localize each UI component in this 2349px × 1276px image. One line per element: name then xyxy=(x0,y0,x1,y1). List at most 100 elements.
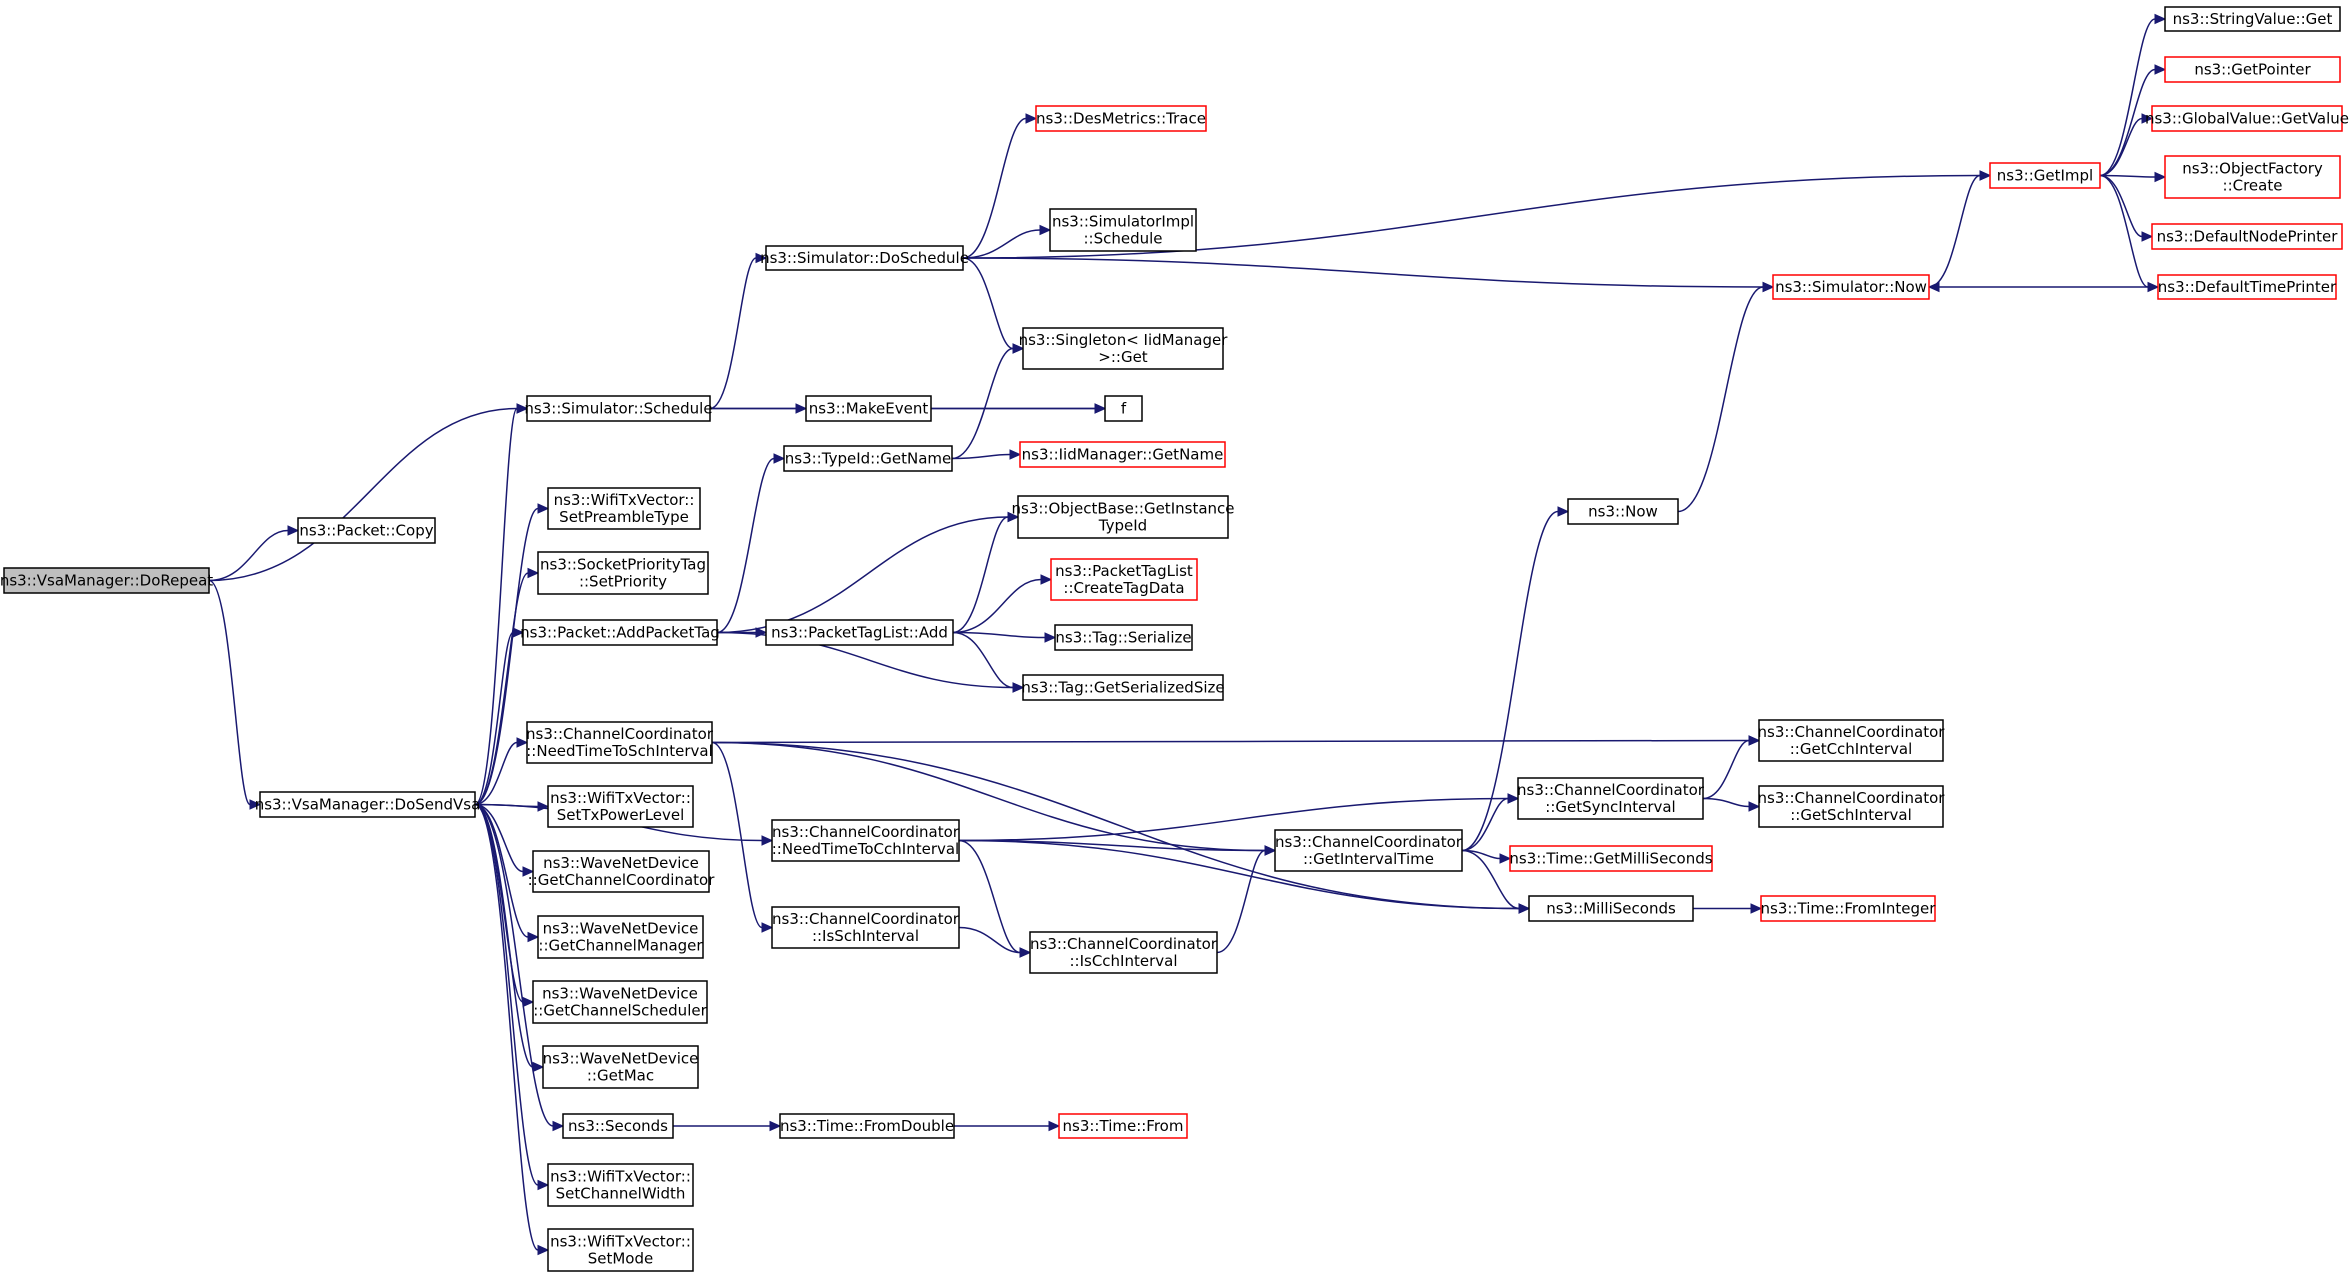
node-dorepeat[interactable]: ns3::VsaManager::DoRepeat xyxy=(0,567,213,594)
node-time-from[interactable]: ns3::Time::From xyxy=(1058,1113,1188,1139)
node-label: ns3::PacketTagList::Add xyxy=(771,624,948,642)
node-label: ns3::SocketPriorityTag xyxy=(540,556,706,574)
node-copy[interactable]: ns3::Packet::Copy xyxy=(297,517,436,544)
node-box xyxy=(1567,498,1679,525)
edge-arrowhead xyxy=(1557,506,1570,517)
edge-sim-now-to-get-impl xyxy=(1928,170,1992,288)
node-label: ns3::Seconds xyxy=(568,1117,668,1135)
edge-get-interval-time-to-milliseconds xyxy=(1461,849,1531,914)
node-f[interactable]: f xyxy=(1104,395,1143,422)
edge-milliseconds-to-from-integer xyxy=(1693,903,1763,914)
node-label: ns3::TypeId::GetName xyxy=(785,450,951,468)
node-is-sch[interactable]: ns3::ChannelCoordinator::IsSchInterval xyxy=(771,906,960,949)
edge-dorepeat-to-copy xyxy=(208,525,300,582)
node-label: ns3::ChannelCoordinator xyxy=(772,823,960,841)
node-label: ns3::ChannelCoordinator xyxy=(772,910,960,928)
node-set-chan-width[interactable]: ns3::WifiTxVector::SetChannelWidth xyxy=(547,1163,694,1207)
node-singleton-get[interactable]: ns3::Singleton< IidManager>::Get xyxy=(1019,327,1229,370)
node-label: TypeId xyxy=(1098,517,1147,535)
node-label: ::Schedule xyxy=(1083,230,1162,248)
node-time-fromdouble[interactable]: ns3::Time::FromDouble xyxy=(779,1113,955,1139)
node-from-integer[interactable]: ns3::Time::FromInteger xyxy=(1760,895,1937,922)
edge-line xyxy=(711,739,1750,744)
edge-arrowhead xyxy=(755,252,768,264)
node-simimpl-schedule[interactable]: ns3::SimulatorImpl::Schedule xyxy=(1049,208,1197,252)
node-dosendvsa[interactable]: ns3::VsaManager::DoSendVsa xyxy=(255,791,481,818)
edge-arrowhead xyxy=(2154,13,2167,25)
node-label: ::GetMac xyxy=(587,1067,654,1085)
node-label: ns3::WifiTxVector:: xyxy=(554,491,695,509)
edge-dosendvsa-to-need-sch xyxy=(474,737,529,806)
node-box xyxy=(2157,274,2337,300)
edge-do-schedule-to-desmetrics xyxy=(962,113,1038,259)
node-label: ::GetChannelCoordinator xyxy=(528,871,716,889)
node-set-mode[interactable]: ns3::WifiTxVector::SetMode xyxy=(547,1228,694,1272)
edge-arrowhead xyxy=(516,403,529,414)
node-box xyxy=(771,819,960,862)
node-sim-schedule[interactable]: ns3::Simulator::Schedule xyxy=(524,395,713,422)
edge-line xyxy=(958,926,1021,954)
node-get-interval-time[interactable]: ns3::ChannelCoordinator::GetIntervalTime xyxy=(1274,829,1463,872)
node-box xyxy=(1019,441,1226,468)
node-get-sync[interactable]: ns3::ChannelCoordinator::GetSyncInterval xyxy=(1517,777,1705,820)
node-default-node[interactable]: ns3::DefaultNodePrinter xyxy=(2151,223,2343,250)
edge-arrowhead xyxy=(2141,231,2154,242)
node-get-chan-sched[interactable]: ns3::WaveNetDevice::GetChannelScheduler xyxy=(532,980,708,1024)
node-set-priority[interactable]: ns3::SocketPriorityTag::SetPriority xyxy=(537,551,709,595)
edge-dorepeat-to-dosendvsa xyxy=(208,579,262,810)
edge-line xyxy=(2099,174,2149,288)
node-iid-getname[interactable]: ns3::IidManager::GetName xyxy=(1019,441,1226,468)
node-objfactory-create[interactable]: ns3::ObjectFactory::Create xyxy=(2164,155,2341,199)
node-box xyxy=(1029,931,1218,974)
node-seconds[interactable]: ns3::Seconds xyxy=(562,1113,674,1139)
node-label: ns3::Simulator::Schedule xyxy=(524,400,712,418)
edge-do-schedule-to-sim-now xyxy=(962,257,1775,293)
node-typeid-getname[interactable]: ns3::TypeId::GetName xyxy=(783,445,953,472)
node-label: ns3::Packet::Copy xyxy=(299,522,433,540)
node-ns3-now[interactable]: ns3::Now xyxy=(1567,498,1679,525)
node-tag-serialize[interactable]: ns3::Tag::Serialize xyxy=(1054,624,1193,651)
node-get-schint[interactable]: ns3::ChannelCoordinator::GetSchInterval xyxy=(1758,785,1946,828)
node-need-cch[interactable]: ns3::ChannelCoordinator::NeedTimeToCchIn… xyxy=(771,819,960,862)
node-make-event[interactable]: ns3::MakeEvent xyxy=(805,395,932,422)
edge-arrowhead xyxy=(1025,113,1038,124)
edge-line xyxy=(962,229,1041,259)
node-get-mac[interactable]: ns3::WaveNetDevice::GetMac xyxy=(542,1045,699,1089)
edge-add-packet-tag-to-typeid-getname xyxy=(716,453,786,634)
node-get-cch[interactable]: ns3::ChannelCoordinator::GetCchInterval xyxy=(1758,719,1946,762)
edge-line xyxy=(208,407,518,582)
node-do-schedule[interactable]: ns3::Simulator::DoSchedule xyxy=(760,245,969,271)
node-get-impl[interactable]: ns3::GetImpl xyxy=(1989,162,2101,189)
node-box xyxy=(1017,495,1229,539)
node-ptl-add[interactable]: ns3::PacketTagList::Add xyxy=(765,619,954,646)
node-box xyxy=(2164,155,2341,199)
node-label: ns3::Now xyxy=(1588,503,1658,521)
node-globalvalue-get[interactable]: ns3::GlobalValue::GetValue xyxy=(2145,105,2349,132)
edge-arrowhead xyxy=(537,801,550,812)
edge-arrowhead xyxy=(537,503,550,514)
node-get-chan-coord[interactable]: ns3::WaveNetDevice::GetChannelCoordinato… xyxy=(528,850,716,893)
node-is-cch[interactable]: ns3::ChannelCoordinator::IsCchInterval xyxy=(1029,931,1218,974)
node-need-sch[interactable]: ns3::ChannelCoordinator::NeedTimeToSchIn… xyxy=(526,721,714,764)
node-get-pointer[interactable]: ns3::GetPointer xyxy=(2164,56,2341,83)
edge-line xyxy=(2099,174,2156,178)
node-default-time[interactable]: ns3::DefaultTimePrinter xyxy=(2157,274,2337,300)
edge-line xyxy=(1216,849,1266,954)
node-stringvalue-get[interactable]: ns3::StringValue::Get xyxy=(2164,6,2341,32)
node-label: SetPreambleType xyxy=(559,508,689,526)
node-ptl-create[interactable]: ns3::PacketTagList::CreateTagData xyxy=(1050,558,1198,601)
node-label: ::NeedTimeToSchInterval xyxy=(526,742,713,760)
node-set-txpower[interactable]: ns3::WifiTxVector::SetTxPowerLevel xyxy=(547,785,694,828)
node-tag-sersize[interactable]: ns3::Tag::GetSerializedSize xyxy=(1021,674,1225,701)
node-get-chan-mgr[interactable]: ns3::WaveNetDevice::GetChannelManager xyxy=(537,915,704,959)
node-sim-now[interactable]: ns3::Simulator::Now xyxy=(1772,274,1930,300)
node-set-preamble[interactable]: ns3::WifiTxVector::SetPreambleType xyxy=(547,487,701,530)
node-desmetrics[interactable]: ns3::DesMetrics::Trace xyxy=(1035,105,1207,132)
node-get-millis[interactable]: ns3::Time::GetMilliSeconds xyxy=(1509,845,1713,872)
node-label: ns3::VsaManager::DoSendVsa xyxy=(255,796,481,814)
node-milliseconds[interactable]: ns3::MilliSeconds xyxy=(1528,895,1694,922)
node-add-packet-tag[interactable]: ns3::Packet::AddPacketTag xyxy=(520,619,720,646)
edge-line xyxy=(474,803,524,873)
edge-line xyxy=(208,579,251,806)
